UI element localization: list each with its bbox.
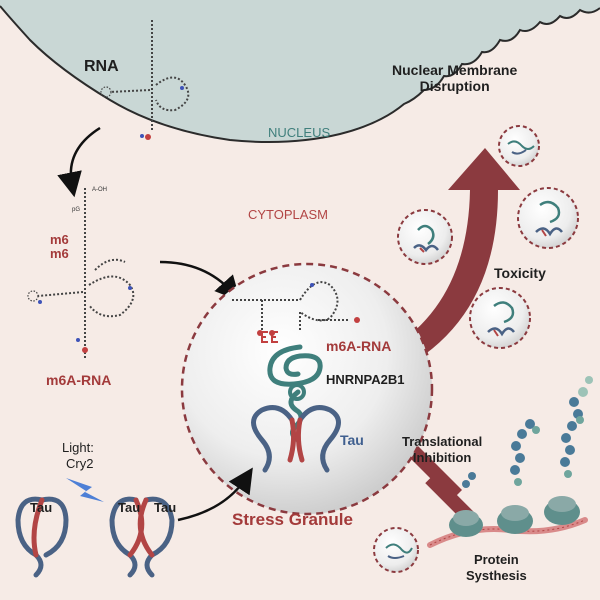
pg-glyph: pG [72, 207, 81, 213]
light-label: Light: [62, 440, 94, 455]
ee-markers [261, 331, 278, 343]
nucleus-region [0, 0, 600, 142]
tau-dimer-granule [251, 405, 341, 473]
rna-structure-granule [232, 281, 360, 336]
vesicle-5 [373, 527, 419, 573]
tau-monomer-left [15, 496, 69, 578]
tau-label-3: Tau [154, 500, 177, 515]
rna-structure-nucleus [100, 20, 190, 140]
cry2-label: Cry2 [66, 456, 94, 471]
arrow-tau-to-granule [177, 467, 253, 522]
protein-synthesis-label: Protein Systhesis [466, 552, 527, 584]
tau-label-1: Tau [30, 500, 53, 515]
vesicle-4 [469, 287, 531, 349]
arrow-to-membrane [392, 148, 520, 370]
lightning-icon [66, 478, 104, 502]
nucleus-label: NUCLEUS [268, 125, 331, 140]
a-oh-glyph: A-OH [92, 187, 107, 193]
rna-label: RNA [84, 58, 119, 75]
ribosome-3 [544, 496, 580, 525]
nuclear-membrane [0, 5, 600, 143]
vesicle-2 [397, 209, 453, 265]
m6a-rna-label-left: m6A-RNA [46, 372, 112, 388]
m6-label-1: m6 [50, 232, 69, 247]
translational-line1: Translational [402, 434, 483, 449]
vesicle-3 [517, 187, 579, 249]
translational-line2: Inhibition [412, 450, 472, 465]
translational-inhibition-label: Translational Inhibition [402, 434, 482, 466]
ribosome-1 [449, 510, 483, 537]
stress-granule-label: Stress Granule [232, 510, 353, 529]
hnrnpa2b1-label: HNRNPA2B1 [326, 372, 405, 387]
stress-granule-sphere [180, 262, 434, 516]
toxicity-label: Toxicity [494, 265, 546, 281]
tau-label-2: Tau [118, 500, 141, 515]
polypeptide-chains [462, 376, 593, 488]
synthesis-line: Systhesis [466, 568, 527, 583]
protein-line: Protein [473, 552, 519, 567]
m6a-rna-structure-left [27, 188, 135, 360]
nuclear-membrane-line2: Disruption [419, 78, 490, 94]
vesicle-1 [498, 125, 540, 167]
m6a-rna-label-granule: m6A-RNA [326, 338, 392, 354]
nuclear-membrane-label: Nuclear Membrane Disruption [392, 62, 517, 94]
arrow-m6a-to-granule [159, 260, 241, 302]
ribosome-2 [497, 505, 533, 534]
nuclear-membrane-line1: Nuclear Membrane [392, 62, 518, 78]
tau-granule-label: Tau [340, 432, 364, 448]
tau-dimer-bottom [109, 496, 175, 578]
cytoplasm-label: CYTOPLASM [248, 207, 328, 222]
m6-label-2: m6 [50, 246, 69, 261]
arrow-rna-to-m6a [57, 126, 101, 198]
